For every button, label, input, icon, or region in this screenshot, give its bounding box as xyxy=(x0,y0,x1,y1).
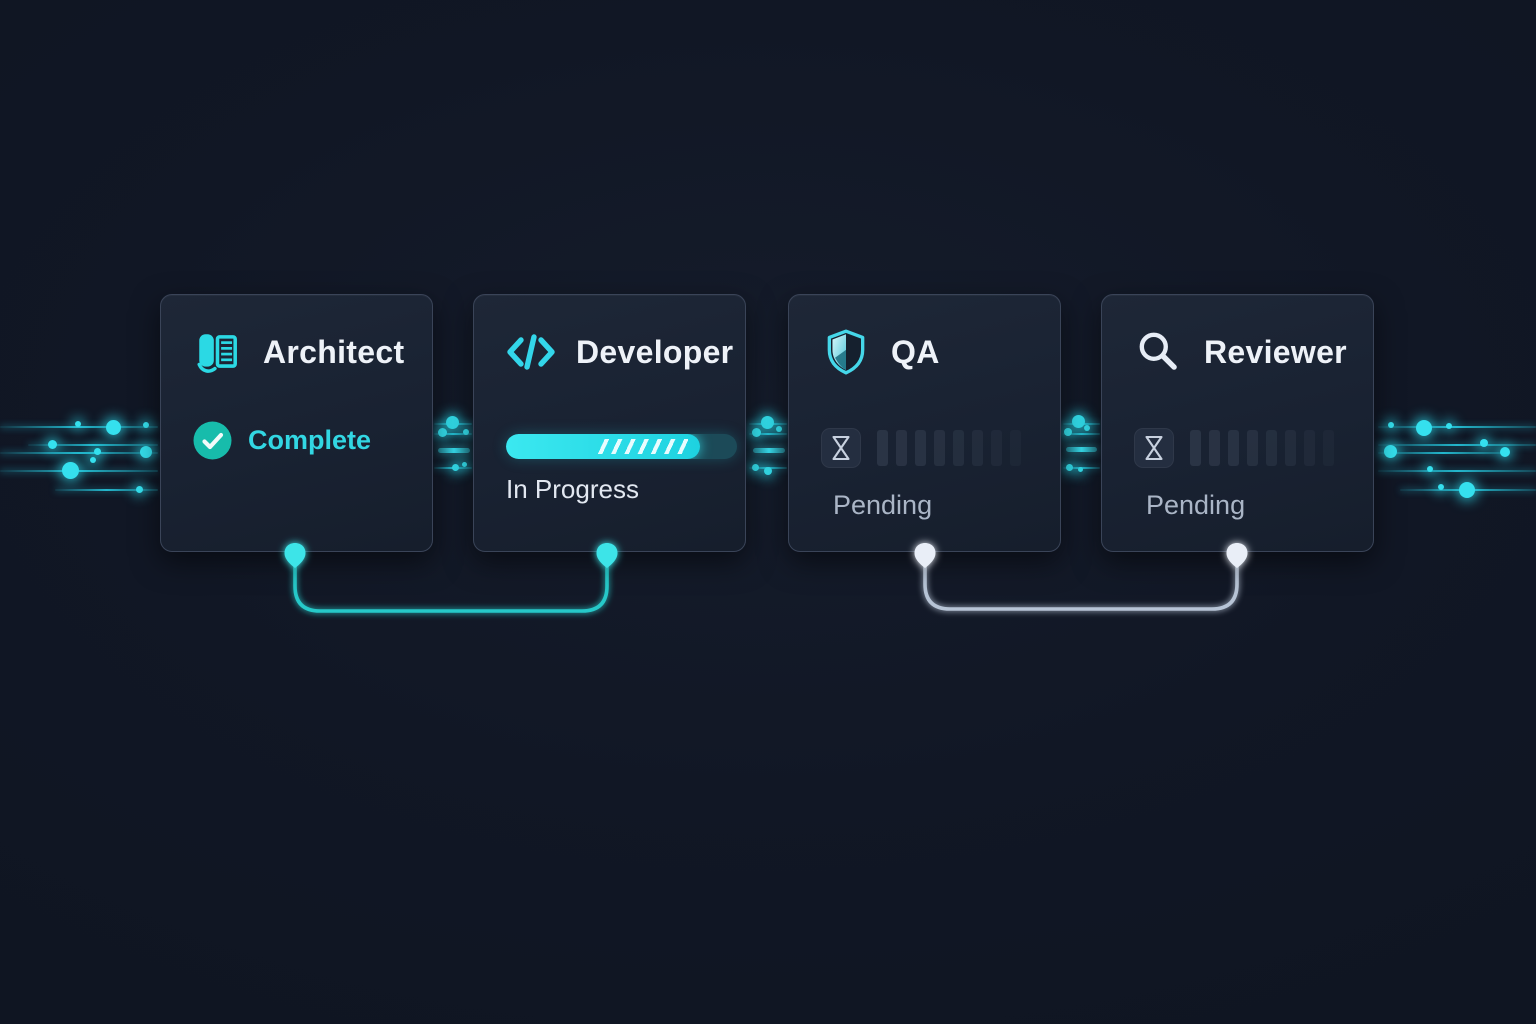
progress-bar xyxy=(506,434,737,459)
stage-header: QA xyxy=(821,327,1040,377)
stage-card-qa[interactable]: QA Pending xyxy=(788,294,1061,552)
stage-card-architect[interactable]: Architect Complete xyxy=(160,294,433,552)
circuit-line xyxy=(1378,426,1536,428)
search-icon xyxy=(1134,327,1184,377)
circuit-dot xyxy=(1459,482,1475,498)
circuit-dot xyxy=(48,440,57,449)
circuit-line xyxy=(749,433,787,435)
circuit-line xyxy=(434,467,472,469)
status-label: Pending xyxy=(833,490,933,520)
shield-icon xyxy=(821,327,871,377)
circuit-line xyxy=(1063,467,1100,469)
stage-header: Developer xyxy=(506,327,733,377)
circuit-dot xyxy=(1500,447,1510,457)
circuit-dot xyxy=(1480,439,1488,447)
circuit-dot xyxy=(761,416,774,429)
circuit-line xyxy=(438,448,470,453)
pending-indicator xyxy=(821,428,1040,468)
circuit-dot xyxy=(764,467,772,475)
circuit-dot xyxy=(106,420,121,435)
pending-bars xyxy=(1190,430,1334,466)
circuit-dot xyxy=(1388,422,1394,428)
circuit-dot xyxy=(1078,467,1083,472)
hourglass-icon xyxy=(821,428,861,468)
circuit-dot xyxy=(140,446,152,458)
circuit-dot xyxy=(438,428,447,437)
circuit-dot xyxy=(752,464,759,471)
circuit-dot xyxy=(776,426,782,432)
circuit-line xyxy=(0,426,158,428)
circuit-dot xyxy=(462,462,467,467)
circuit-dot xyxy=(1072,415,1085,428)
circuit-dot xyxy=(75,421,81,427)
circuit-line xyxy=(1378,452,1508,454)
circuit-dot xyxy=(1064,428,1072,436)
circuit-line xyxy=(749,467,787,469)
circuit-line xyxy=(0,470,158,472)
circuit-line xyxy=(1378,470,1536,472)
circuit-line xyxy=(434,433,472,435)
circuit-dot xyxy=(1416,420,1432,436)
status-pending-area: Pending xyxy=(821,428,1040,521)
circuit-line xyxy=(1378,444,1536,446)
circuit-dot xyxy=(1446,423,1452,429)
stage-header: Architect xyxy=(193,327,412,377)
circuit-dot xyxy=(94,448,101,455)
stage-title: Architect xyxy=(263,333,405,370)
status-pending-area: Pending xyxy=(1134,428,1353,521)
status-label: Pending xyxy=(1146,490,1246,520)
circuit-line xyxy=(55,489,158,491)
circuit-dot xyxy=(1084,425,1090,431)
circuit-dot xyxy=(1427,466,1433,472)
circuit-line xyxy=(749,423,787,425)
connector-qa-reviewer xyxy=(923,553,1239,612)
status-complete-row: Complete xyxy=(193,421,412,460)
check-icon xyxy=(193,421,232,460)
circuit-line xyxy=(1063,433,1100,435)
circuit-dot xyxy=(136,486,143,493)
stage-card-developer[interactable]: Developer In Progress xyxy=(473,294,746,552)
circuit-line xyxy=(753,448,785,453)
circuit-dot xyxy=(62,462,79,479)
status-label: In Progress xyxy=(506,474,639,504)
circuit-dot xyxy=(452,464,459,471)
circuit-dot xyxy=(446,416,459,429)
progress-fill xyxy=(506,434,701,459)
progress-stripes xyxy=(596,439,689,454)
code-icon xyxy=(506,327,556,377)
circuit-line xyxy=(1066,447,1097,452)
circuit-dot xyxy=(752,428,761,437)
circuit-dot xyxy=(463,429,469,435)
circuit-dot xyxy=(143,422,149,428)
pending-indicator xyxy=(1134,428,1353,468)
book-icon xyxy=(193,327,243,377)
stage-title: QA xyxy=(891,333,940,370)
stage-title: Reviewer xyxy=(1204,333,1347,370)
circuit-line xyxy=(0,452,158,454)
status-label: Complete xyxy=(248,425,372,455)
circuit-line xyxy=(28,444,158,446)
circuit-line xyxy=(434,423,472,425)
stage-title: Developer xyxy=(576,333,734,370)
connector-architect-developer xyxy=(293,553,609,614)
circuit-line xyxy=(1400,489,1536,491)
circuit-line xyxy=(1063,423,1100,425)
status-progress-area: In Progress xyxy=(506,434,737,505)
hourglass-icon xyxy=(1134,428,1174,468)
circuit-dot xyxy=(1066,464,1073,471)
circuit-dot xyxy=(90,457,96,463)
pending-bars xyxy=(877,430,1021,466)
circuit-dot xyxy=(1438,484,1444,490)
stage-card-reviewer[interactable]: Reviewer Pending xyxy=(1101,294,1374,552)
stage-header: Reviewer xyxy=(1134,327,1353,377)
circuit-dot xyxy=(1384,445,1397,458)
